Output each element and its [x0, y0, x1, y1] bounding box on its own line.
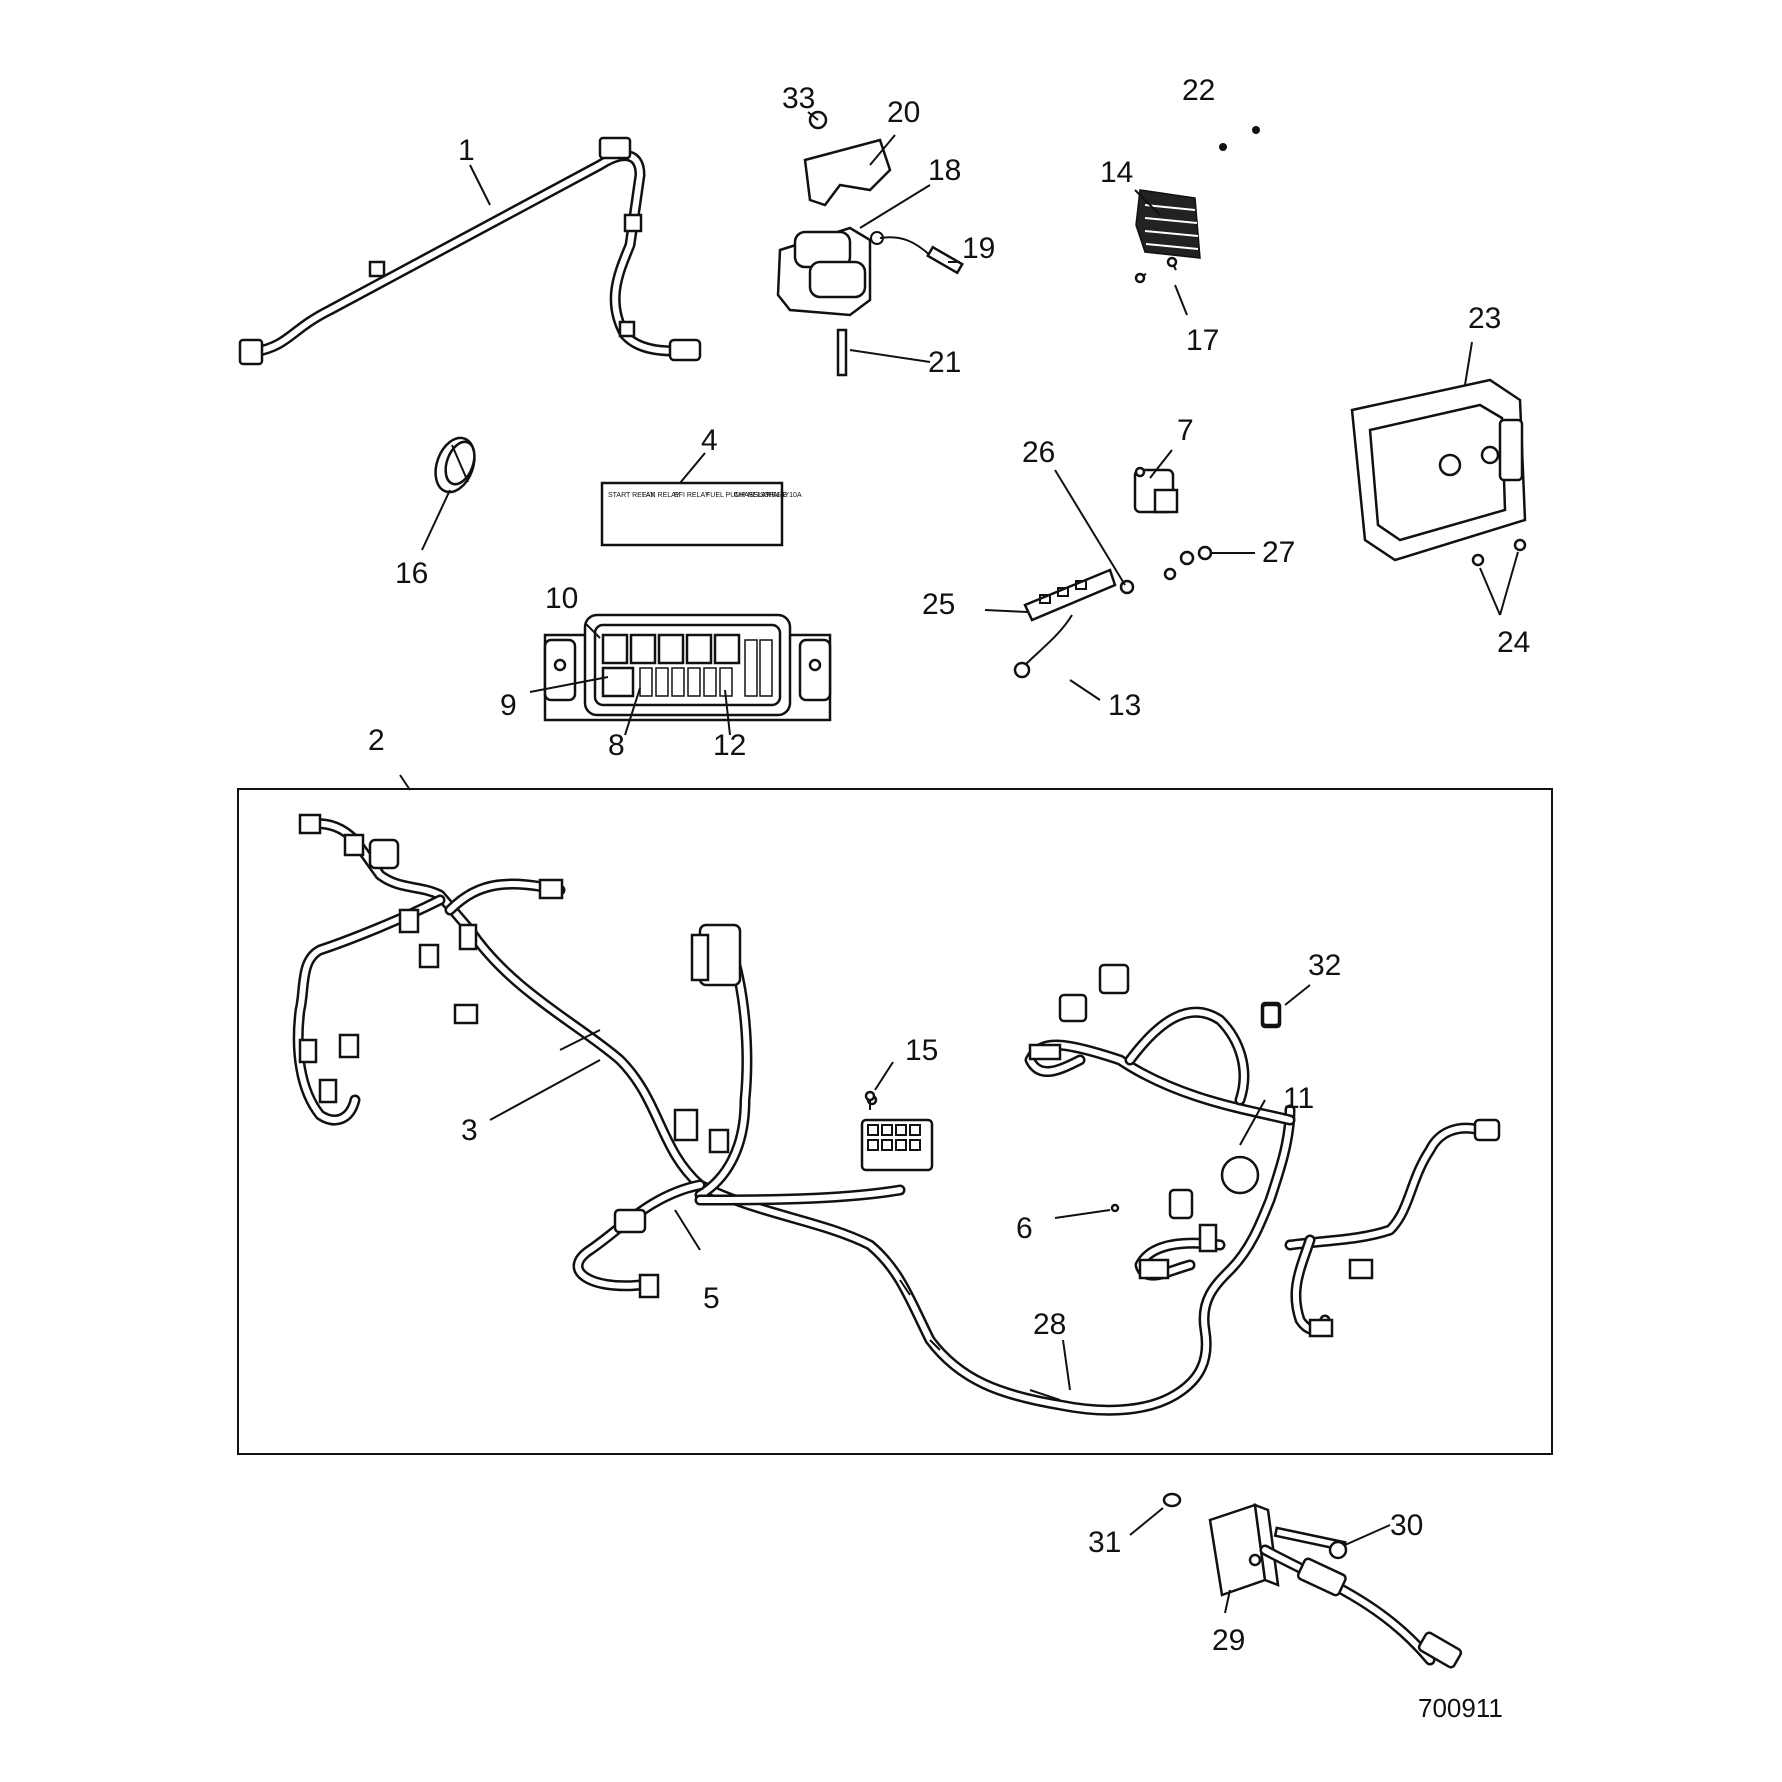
callout-2: 2 [368, 724, 385, 757]
callout-14: 14 [1100, 156, 1133, 189]
part-7-relay-block [1133, 466, 1179, 514]
svg-text:CHASSIS RELAY: CHASSIS RELAY [734, 492, 789, 499]
callout-32: 32 [1308, 949, 1341, 982]
callout-15: 15 [905, 1034, 938, 1067]
leader-lines [399, 111, 1519, 1614]
callout-11: 11 [1283, 1082, 1314, 1115]
callout-21: 21 [928, 346, 961, 379]
svg-text:FAN RELAY: FAN RELAY [642, 492, 680, 499]
svg-text:START RELAY: START RELAY [608, 492, 655, 499]
diagram-id: 700911 [1418, 1693, 1503, 1723]
decal-row-1: START RELAY FAN RELAY EFI RELAY FUEL PUM… [608, 492, 802, 499]
callout-28: 28 [1033, 1308, 1066, 1341]
callout-12: 12 [713, 729, 746, 762]
callout-29: 29 [1212, 1624, 1245, 1657]
callout-3: 3 [461, 1114, 478, 1147]
part-18-relay-group [776, 110, 964, 377]
part-32-clip [1261, 1003, 1281, 1027]
callout-6: 6 [1016, 1212, 1033, 1245]
callout-8: 8 [608, 729, 625, 762]
callout-33: 33 [782, 82, 815, 115]
callout-9: 9 [500, 689, 517, 722]
callout-17: 17 [1186, 324, 1219, 357]
callout-1: 1 [458, 134, 475, 167]
callout-30: 30 [1390, 1509, 1423, 1542]
part-29-module [1162, 1492, 1463, 1669]
callout-27: 27 [1262, 536, 1295, 569]
svg-text:FUEL PUMP RELAY: FUEL PUMP RELAY [706, 492, 770, 499]
callout-19: 19 [962, 232, 995, 265]
callout-25: 25 [922, 588, 955, 621]
callout-10: 10 [545, 582, 578, 615]
callout-13: 13 [1108, 689, 1141, 722]
callout-5: 5 [703, 1282, 720, 1315]
callout-20: 20 [887, 96, 920, 129]
svg-text:EFI RELAY: EFI RELAY [674, 492, 710, 499]
harness-clips [559, 1029, 1061, 1401]
callout-labels: 1 2 3 4 5 6 7 8 9 10 11 12 13 14 15 16 1… [368, 74, 1530, 1657]
callout-4: 4 [701, 424, 718, 457]
callout-31: 31 [1088, 1526, 1121, 1559]
part-14-regulator [1134, 126, 1260, 284]
callout-18: 18 [928, 154, 961, 187]
part-23-ecu [1350, 378, 1527, 567]
part-2-frame [237, 788, 1553, 1455]
callout-22: 22 [1182, 74, 1215, 107]
callout-7: 7 [1177, 414, 1194, 447]
svg-text:SPARE 10A: SPARE 10A [764, 492, 802, 499]
part-10-fuse-box [543, 613, 832, 722]
part-25-ground-bar [1013, 545, 1213, 679]
part-1-harness [238, 136, 702, 366]
harness-connectors [298, 813, 1501, 1338]
callout-16: 16 [395, 557, 428, 590]
callout-24: 24 [1497, 626, 1530, 659]
part-15-screw [864, 1090, 876, 1110]
callout-23: 23 [1468, 302, 1501, 335]
part-4-fuse-decal: START RELAY FAN RELAY EFI RELAY FUEL PUM… [600, 481, 802, 547]
part-16-grommet [434, 436, 476, 494]
part-2-main-harness [292, 813, 1501, 1416]
callout-26: 26 [1022, 436, 1055, 469]
